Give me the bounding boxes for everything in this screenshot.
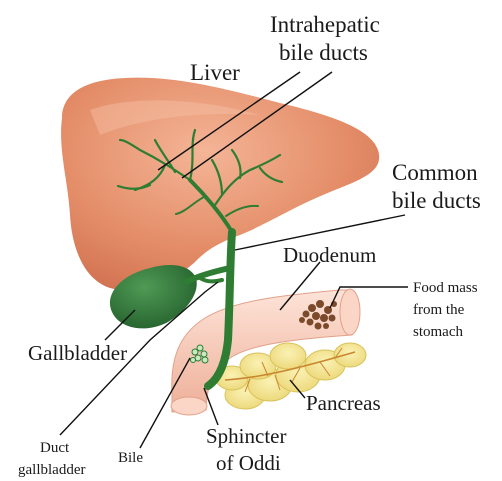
label-intrahepatic-line2: bile ducts <box>279 40 368 65</box>
label-duct-line1: Duct <box>40 440 70 456</box>
label-food-line3: stomach <box>413 324 463 340</box>
label-sphincter-line1: Sphincter <box>206 424 286 448</box>
label-food-line2: from the <box>413 302 465 318</box>
label-sphincter-line2: of Oddi <box>216 451 281 475</box>
label-duodenum: Duodenum <box>283 243 376 267</box>
label-common-line2: bile ducts <box>392 188 481 213</box>
label-gallbladder: Gallbladder <box>28 341 127 365</box>
label-pancreas: Pancreas <box>306 391 381 415</box>
label-liver: Liver <box>190 60 240 85</box>
duodenum-lower-end <box>171 397 207 415</box>
label-food-line1: Food mass <box>413 280 478 296</box>
label-common-line1: Common <box>392 160 478 185</box>
label-duct-line2: gallbladder <box>18 462 85 478</box>
label-intrahepatic-line1: Intrahepatic <box>270 12 380 37</box>
label-bile: Bile <box>118 450 143 466</box>
duodenum-end <box>340 289 360 335</box>
